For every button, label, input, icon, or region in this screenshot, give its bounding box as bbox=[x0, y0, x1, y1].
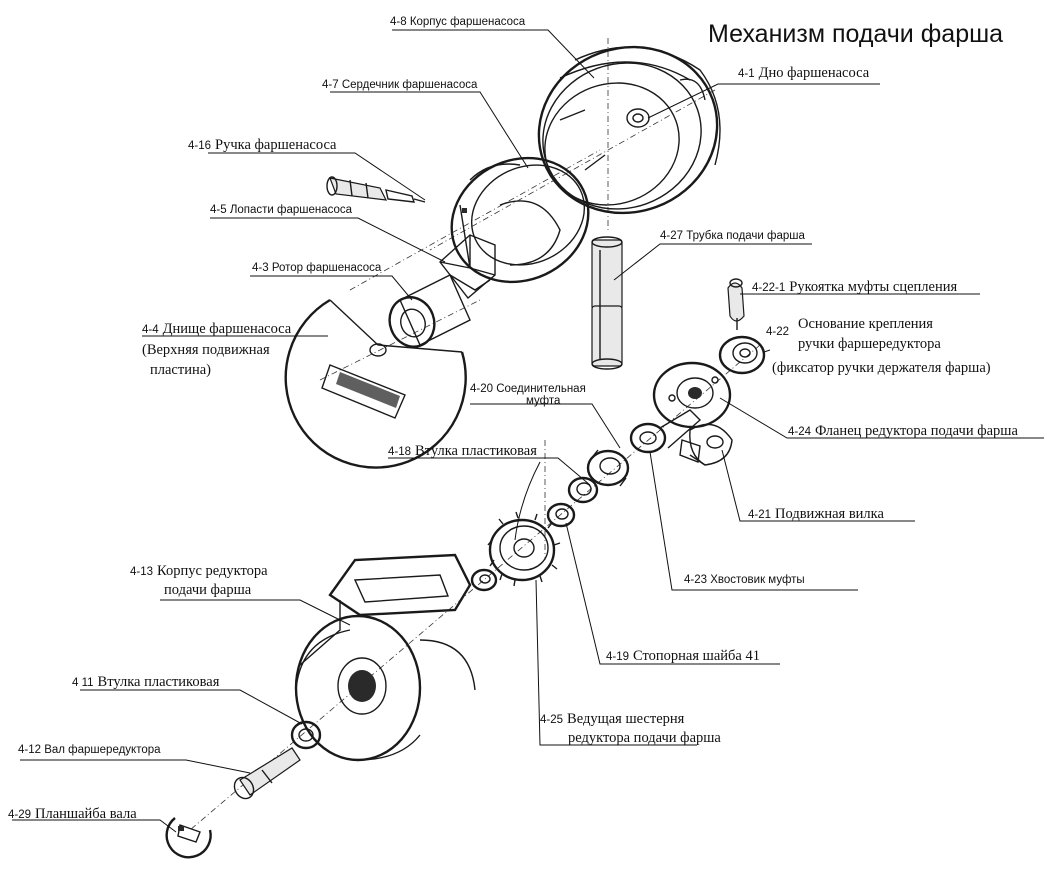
label-4-18-text: Втулка пластиковая bbox=[415, 443, 537, 459]
label-4-25: 4-25 Ведущая шестерня bbox=[540, 710, 684, 728]
label-4-19-number: 4-19 bbox=[606, 651, 630, 663]
label-4-11-text: Втулка пластиковая bbox=[97, 674, 220, 690]
label-4-20-line2: муфта bbox=[526, 395, 561, 407]
label-4-23: 4-23 Хвостовик муфты bbox=[684, 574, 805, 586]
label-4-16: 4-16 Ручка фаршенасоса bbox=[188, 136, 337, 154]
label-4-19-text: Стопорная шайба 41 bbox=[633, 648, 760, 664]
label-4-22-1-number: 4-22-1 bbox=[752, 282, 786, 294]
shaft-faceplate bbox=[165, 817, 212, 859]
clutch-shank bbox=[629, 409, 702, 454]
small-washer bbox=[470, 568, 498, 592]
label-4-25-line2: редуктора подачи фарша bbox=[568, 730, 721, 746]
label-4-1-number: 4-1 bbox=[738, 68, 755, 80]
label-4-4-sub1: (Верхняя подвижная bbox=[142, 342, 270, 358]
label-4-21-text: Подвижная вилка bbox=[775, 506, 884, 522]
label-4-27: 4-27 Трубка подачи фарша bbox=[660, 230, 805, 242]
label-4-24: 4-24 Фланец редуктора подачи фарша bbox=[788, 422, 1018, 440]
bottom-plate bbox=[284, 298, 467, 469]
label-4-16-number: 4-16 bbox=[188, 140, 212, 152]
label-4-5: 4-5 Лопасти фаршенасоса bbox=[210, 204, 353, 216]
centerlines bbox=[189, 38, 761, 831]
label-4-13-number: 4-13 bbox=[130, 566, 154, 578]
drive-gear bbox=[487, 511, 561, 587]
label-4-29: 4-29 Планшайба вала bbox=[8, 805, 137, 823]
handle-base bbox=[718, 335, 766, 375]
label-4-21-number: 4-21 bbox=[748, 509, 772, 521]
label-4-21: 4-21 Подвижная вилка bbox=[748, 505, 884, 523]
label-4-18-number: 4-18 bbox=[388, 446, 412, 458]
label-4-22-1-text: Рукоятка муфты сцепления bbox=[789, 279, 958, 295]
label-4-22-line2: ручки фаршередуктора bbox=[798, 336, 941, 352]
leader-lines bbox=[12, 29, 1044, 833]
gearbox-housing bbox=[294, 553, 476, 762]
label-4-24-number: 4-24 bbox=[788, 426, 812, 438]
pump-rotor bbox=[388, 274, 491, 348]
label-4-4: 4-4 Днище фаршенасоса bbox=[142, 320, 291, 338]
label-4-25-number: 4-25 bbox=[540, 714, 564, 726]
label-4-25-line1: Ведущая шестерня bbox=[567, 711, 685, 727]
label-4-29-number: 4-29 bbox=[8, 809, 32, 821]
label-4-4-number: 4-4 bbox=[142, 324, 159, 336]
pump-handle bbox=[326, 176, 426, 203]
diagram-title: Механизм подачи фарша bbox=[708, 20, 1004, 48]
label-4-22-number: 4-22 bbox=[766, 326, 790, 338]
label-4-29-text: Планшайба вала bbox=[35, 806, 137, 822]
label-4-24-text: Фланец редуктора подачи фарша bbox=[815, 423, 1018, 439]
lock-washer bbox=[546, 502, 576, 528]
label-4-20-line1: 4-20 Соединительная bbox=[470, 383, 586, 395]
label-4-22-line3: (фиксатор ручки держателя фарша) bbox=[772, 360, 991, 376]
pump-housing bbox=[537, 45, 721, 215]
gearbox-flange bbox=[652, 361, 732, 429]
label-4-18: 4-18 Втулка пластиковая bbox=[388, 442, 537, 460]
label-4-3: 4-3 Ротор фаршенасоса bbox=[252, 262, 382, 274]
label-4-22-line1: Основание крепления bbox=[798, 316, 933, 332]
clutch-handle bbox=[727, 278, 745, 330]
plastic-bushing-18 bbox=[567, 476, 599, 504]
label-4-13: 4-13 Корпус редуктора bbox=[130, 562, 268, 580]
label-4-11: 4 11 Втулка пластиковая bbox=[72, 673, 219, 691]
label-4-16-text: Ручка фаршенасоса bbox=[215, 137, 337, 153]
label-4-8: 4-8 Корпус фаршенасоса bbox=[390, 16, 526, 28]
label-4-13-line1: Корпус редуктора bbox=[157, 563, 268, 579]
label-4-12: 4-12 Вал фаршередуктора bbox=[18, 744, 161, 756]
feed-tube bbox=[591, 236, 623, 370]
label-4-4-text: Днище фаршенасоса bbox=[162, 321, 292, 337]
gearbox-shaft bbox=[233, 747, 301, 800]
label-4-4-sub2: пластина) bbox=[150, 362, 211, 378]
label-4-13-line2: подачи фарша bbox=[164, 582, 252, 598]
label-4-1: 4-1 Дно фаршенасоса bbox=[738, 64, 869, 82]
coupling bbox=[586, 449, 630, 487]
pump-core bbox=[450, 156, 590, 284]
label-4-7: 4-7 Сердечник фаршенасоса bbox=[322, 79, 478, 91]
label-4-1-text: Дно фаршенасоса bbox=[758, 65, 870, 81]
label-4-19: 4-19 Стопорная шайба 41 bbox=[606, 647, 760, 665]
label-4-22-1: 4-22-1 Рукоятка муфты сцепления bbox=[752, 278, 957, 296]
pump-blades bbox=[439, 234, 496, 300]
plastic-bushing-11 bbox=[290, 720, 322, 750]
pump-bottom bbox=[626, 108, 650, 128]
label-4-11-number: 4 11 bbox=[72, 677, 94, 689]
